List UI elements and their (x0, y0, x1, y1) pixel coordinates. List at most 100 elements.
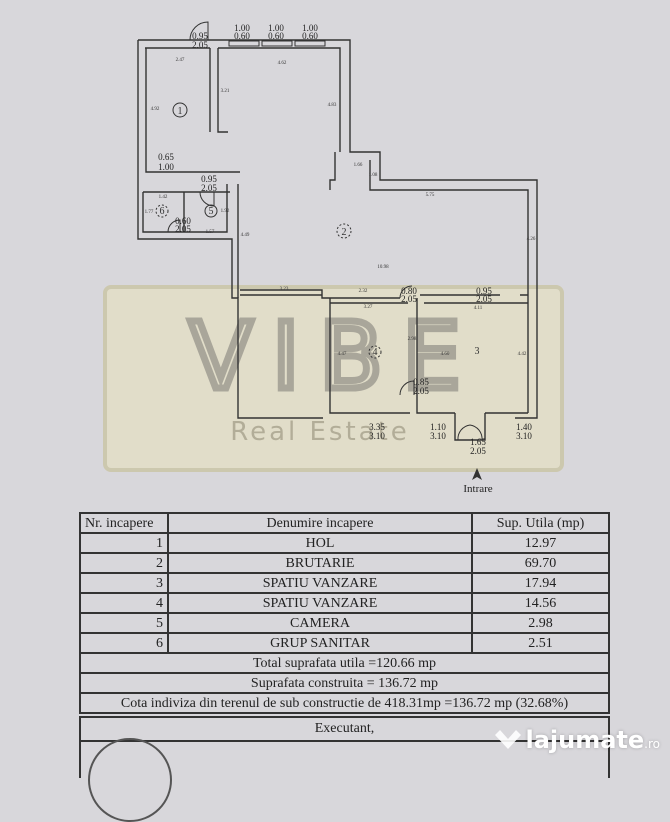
svg-text:3.10: 3.10 (430, 431, 446, 441)
svg-text:2.32: 2.32 (359, 289, 368, 294)
svg-text:1.65: 1.65 (470, 437, 486, 447)
cell-area: 2.51 (471, 632, 610, 654)
cell-nr: 1 (79, 532, 169, 554)
svg-text:0.60: 0.60 (302, 31, 318, 41)
cell-area: 2.98 (471, 612, 610, 634)
svg-text:4.47: 4.47 (338, 352, 347, 357)
cell-name: SPATIU VANZARE (167, 592, 473, 614)
cell-area: 69.70 (471, 552, 610, 574)
svg-text:4.42: 4.42 (518, 352, 527, 357)
svg-text:1.00: 1.00 (302, 23, 318, 33)
svg-text:0.60: 0.60 (268, 31, 284, 41)
svg-text:2.05: 2.05 (470, 446, 486, 456)
svg-text:10.98: 10.98 (377, 265, 389, 270)
svg-text:4.62: 4.62 (278, 61, 287, 66)
svg-text:1.77: 1.77 (145, 210, 154, 215)
cell-nr: 2 (79, 552, 169, 574)
svg-text:3.10: 3.10 (369, 431, 385, 441)
cell-nr: 5 (79, 612, 169, 634)
room-2-marker (336, 223, 352, 239)
svg-text:1.66: 1.66 (354, 163, 363, 168)
stamp (88, 738, 172, 822)
heart-check-icon (495, 730, 522, 749)
executant-box: Executant, (79, 716, 610, 778)
header-name: Denumire incapere (167, 512, 473, 534)
svg-text:0.60: 0.60 (234, 31, 250, 41)
svg-text:4.92: 4.92 (151, 107, 160, 112)
floor-plan: VIBE Real Estate 1 2 3 4 5 6 (103, 21, 564, 495)
room-1-marker (172, 102, 188, 118)
room-dimensions: 2.47 4.62 4.92 3.21 4.83 1.66 1.08 5.75 … (145, 58, 536, 357)
svg-text:2.05: 2.05 (401, 294, 417, 304)
header-nr: Nr. incapere (79, 512, 169, 534)
svg-text:5.75: 5.75 (426, 193, 435, 198)
svg-text:0.85: 0.85 (413, 377, 429, 387)
logo-tld: .ro (644, 737, 660, 751)
svg-text:2.98: 2.98 (408, 337, 417, 342)
svg-text:0.95: 0.95 (192, 31, 208, 41)
svg-text:1.10: 1.10 (430, 422, 446, 432)
room-6-label: 6 (160, 206, 165, 217)
svg-text:4.49: 4.49 (241, 233, 250, 238)
svg-text:2.05: 2.05 (201, 183, 217, 193)
window-marks (228, 40, 326, 47)
entrance-arrow-icon (472, 468, 482, 480)
svg-text:1.40: 1.40 (516, 422, 532, 432)
cell-nr: 3 (79, 572, 169, 594)
room-5-marker (204, 204, 218, 218)
svg-text:2.47: 2.47 (176, 58, 185, 63)
svg-text:2.05: 2.05 (413, 386, 429, 396)
svg-text:0.80: 0.80 (401, 286, 417, 296)
svg-text:1.92: 1.92 (221, 209, 230, 214)
room-1-label: 1 (178, 106, 183, 117)
svg-text:3.21: 3.21 (221, 89, 230, 94)
table-header: Nr. incapere Denumire incapere Sup. Util… (79, 512, 610, 534)
svg-text:1.42: 1.42 (159, 195, 168, 200)
cell-name: HOL (167, 532, 473, 554)
svg-text:Real Estate: Real Estate (230, 417, 410, 447)
cell-area: 14.56 (471, 592, 610, 614)
cell-area: 12.97 (471, 532, 610, 554)
svg-text:2.05: 2.05 (175, 224, 191, 234)
svg-text:3.35: 3.35 (369, 422, 385, 432)
svg-text:3.27: 3.27 (364, 305, 373, 310)
room-4-marker (368, 345, 382, 359)
svg-text:0.60: 0.60 (175, 216, 191, 226)
svg-text:VIBE: VIBE (189, 303, 480, 410)
svg-text:0.95: 0.95 (201, 174, 217, 184)
svg-text:4.26: 4.26 (527, 237, 536, 242)
svg-text:2.05: 2.05 (476, 294, 492, 304)
cell-area: 17.94 (471, 572, 610, 594)
land-share: Cota indiviza din terenul de sub constru… (79, 692, 610, 714)
svg-text:4.83: 4.83 (328, 103, 337, 108)
svg-text:1.00: 1.00 (268, 23, 284, 33)
svg-text:1.08: 1.08 (369, 173, 378, 178)
built-area: Suprafata construita = 136.72 mp (79, 672, 610, 694)
room-2-label: 2 (342, 227, 347, 238)
header-area: Sup. Utila (mp) (471, 512, 610, 534)
room-5-label: 5 (209, 206, 214, 217)
room-6-marker (155, 204, 169, 218)
cell-nr: 6 (79, 632, 169, 654)
svg-text:0.95: 0.95 (476, 286, 492, 296)
svg-text:4.60: 4.60 (441, 352, 450, 357)
cell-name: CAMERA (167, 612, 473, 634)
cell-name: SPATIU VANZARE (167, 572, 473, 594)
rooms-table: Nr. incapere Denumire incapere Sup. Util… (79, 512, 610, 714)
opening-dimensions: 1.000.60 1.000.60 1.000.60 0.952.05 0.65… (158, 23, 532, 456)
svg-text:1.00: 1.00 (234, 23, 250, 33)
svg-text:3.10: 3.10 (516, 431, 532, 441)
room-3-label: 3 (475, 346, 480, 357)
svg-text:1.00: 1.00 (158, 162, 174, 172)
lajumate-logo: lajumate.ro (491, 726, 660, 754)
walls (137, 39, 538, 441)
total-usable-area: Total suprafata utila =120.66 mp (79, 652, 610, 674)
entrance-label: Intrare (463, 483, 492, 495)
svg-text:2.05: 2.05 (192, 40, 208, 50)
svg-text:0.65: 0.65 (158, 152, 174, 162)
